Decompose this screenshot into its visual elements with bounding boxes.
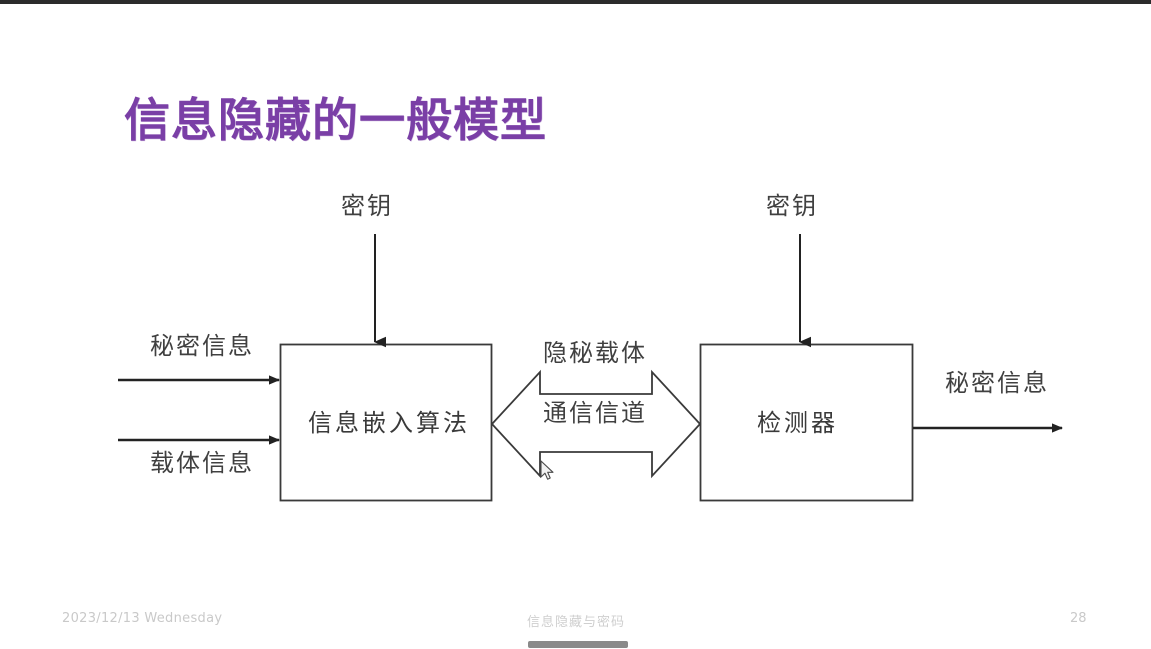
node-detector-box: [699, 343, 914, 502]
label-key-right: 密钥: [766, 194, 818, 220]
label-stego-carrier: 隐秘载体: [543, 341, 647, 367]
page-title: 信息隐藏的一般模型: [124, 93, 547, 147]
node-embed-algorithm-label: 信息嵌入算法: [308, 411, 470, 437]
channel-double-arrow: [490, 369, 702, 479]
node-embed-algorithm-box: [279, 343, 493, 502]
footer-subject: 信息隐藏与密码: [527, 614, 626, 629]
window-chrome-bar: [0, 0, 1151, 4]
footer-page-number: 28: [1070, 611, 1087, 626]
label-secret-message-input: 秘密信息: [150, 334, 254, 360]
label-cover-message-input: 载体信息: [150, 451, 254, 477]
node-detector-label: 检测器: [757, 411, 838, 437]
footer-date: 2023/12/13 Wednesday: [62, 611, 223, 626]
presentation-progress-bar[interactable]: [528, 641, 628, 648]
label-communication-channel: 通信信道: [543, 401, 647, 427]
label-secret-message-output: 秘密信息: [945, 371, 1049, 397]
label-key-left: 密钥: [341, 194, 393, 220]
